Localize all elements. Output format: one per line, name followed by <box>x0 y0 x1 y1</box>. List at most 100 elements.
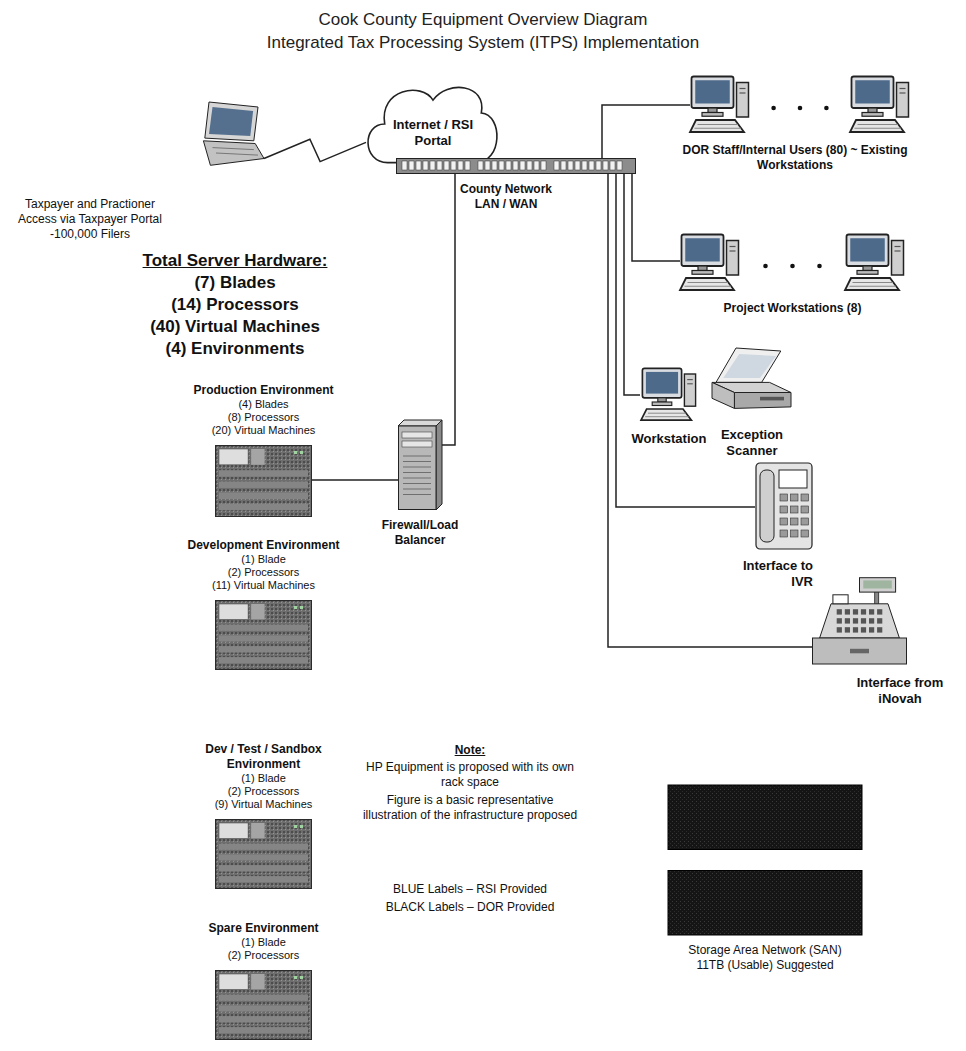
node-label: Internet / RSI Portal <box>390 117 476 149</box>
workstation-group-shape-part <box>727 241 739 276</box>
workstation-group-shape-part <box>740 92 746 93</box>
workstation-group-shape-part <box>730 246 736 247</box>
workstation-icon-shape-part <box>648 413 686 414</box>
ivr-phone-shape-part <box>780 530 788 537</box>
workstation-group-shape-part <box>868 108 877 113</box>
blade-server-shape-part <box>251 974 265 989</box>
workstation-group-shape-part <box>862 113 883 117</box>
workstation-group-shape-part <box>692 77 734 109</box>
blade-server-shape-part <box>216 446 312 517</box>
label-block: Storage Area Network (SAN)11TB (Usable) … <box>648 943 882 973</box>
network-switch-shape-part <box>416 161 421 170</box>
ivr-phone-shape <box>755 462 813 550</box>
blade-server-shape-part <box>251 823 265 838</box>
scanner-icon-shape-part <box>734 393 791 409</box>
cash-register: Interface from iNovah <box>812 575 907 665</box>
blade-server-shape-part <box>219 646 308 652</box>
blade-server-shape-part <box>219 995 308 1001</box>
label-block: Dev / Test / Sandbox Environment(1) Blad… <box>189 742 339 811</box>
blade-server-shape-part <box>219 865 308 871</box>
network-switch-shape-part <box>478 161 483 170</box>
laptop-icon: Taxpayer and Practioner Access via Taxpa… <box>195 100 265 168</box>
workstation-icon-shape <box>640 367 698 423</box>
network-switch-shape-part <box>534 161 539 170</box>
workstation-group-shape-part <box>900 92 906 93</box>
firewall-tower-shape-part <box>398 420 442 426</box>
workstation-icon-shape-part <box>641 368 696 420</box>
workstation-group-shape-part <box>695 128 742 129</box>
note-heading: Note: <box>360 742 580 758</box>
blade-server-shape-part <box>219 493 308 500</box>
workstation-group-shape-part <box>708 108 717 113</box>
node-detail: (2) Processors <box>189 785 339 798</box>
scanner-icon: Exception Scanner <box>712 345 792 417</box>
ivr-phone-shape-part <box>779 470 807 488</box>
workstation-group-shape-part <box>855 80 890 103</box>
blade-server: Production Environment(4) Blades(8) Proc… <box>215 445 312 517</box>
workstation-group-shape-part <box>685 286 732 287</box>
workstation-icon-shape-part <box>658 398 666 402</box>
node-detail: (2) Processors <box>164 949 364 962</box>
label-block: Internet / RSI Portal <box>390 117 476 149</box>
workstation-icon-shape-part <box>642 368 681 397</box>
firewall-tower-shape-part <box>403 461 431 462</box>
text-group: Note:HP Equipment is proposed with its o… <box>360 742 580 823</box>
workstation-icon-shape-part <box>687 379 693 380</box>
cash-register-shape-part <box>861 618 866 623</box>
node-label: Taxpayer and Practioner Access via Taxpa… <box>10 197 170 242</box>
blade-server: Spare Environment(1) Blade(2) Processors <box>215 970 312 1040</box>
network-switch-shape-part <box>437 161 442 170</box>
cash-register-shape-part <box>845 618 850 623</box>
network-switch-shape-part <box>561 161 566 170</box>
legend-note: BLACK Labels – DOR Provided <box>360 898 580 916</box>
firewall-tower-shape <box>398 420 442 510</box>
network-switch-shape-part <box>603 161 608 170</box>
blade-server-shape-part <box>219 604 248 619</box>
cash-register-shape-part <box>863 580 892 588</box>
blade-server: Development Environment(1) Blade(2) Proc… <box>215 600 312 670</box>
network-switch-shape-part <box>444 161 449 170</box>
san-storage: Storage Area Network (SAN)11TB (Usable) … <box>668 785 862 935</box>
ivr-phone: Interface to IVR <box>755 462 813 550</box>
scanner-icon-shape <box>712 345 792 417</box>
workstation-group: Project Workstations (8) <box>680 233 905 293</box>
firewall-tower-shape-part <box>402 432 432 438</box>
internet-cloud: Internet / RSI Portal <box>362 78 504 170</box>
blade-server-shape-part <box>294 825 297 828</box>
cash-register-shape-part <box>820 604 900 638</box>
label-block: DOR Staff/Internal Users (80) ~ Existing… <box>657 143 933 173</box>
workstation-icon-shape-part <box>646 372 678 394</box>
node-label: Project Workstations (8) <box>670 301 915 316</box>
summary-line: (7) Blades <box>130 272 340 294</box>
summary-line: (4) Environments <box>130 338 340 360</box>
ivr-phone-shape-part <box>801 518 809 525</box>
firewall-tower-shape-part <box>403 456 431 457</box>
ivr-phone-shape-part <box>801 530 809 537</box>
label-block: Project Workstations (8) <box>670 301 915 316</box>
blade-server-shape-part <box>216 971 312 1040</box>
network-switch-shape-part <box>397 159 636 174</box>
node-detail: (1) Blade <box>189 772 339 785</box>
workstation-group-shape <box>690 75 910 135</box>
workstation-group-shape-part <box>730 250 736 251</box>
label-block: Development Environment(1) Blade(2) Proc… <box>164 538 364 592</box>
workstation-group-shape-part <box>895 246 901 247</box>
label-block: Exception Scanner <box>712 427 792 459</box>
node-label: Exception Scanner <box>712 427 792 459</box>
label-block: County Network LAN / WAN <box>456 182 556 212</box>
workstation-group-shape-part <box>702 113 723 117</box>
blade-server: Dev / Test / Sandbox Environment(1) Blad… <box>215 819 312 889</box>
note-text: Figure is a basic representative illustr… <box>360 793 580 823</box>
blade-server-shape <box>215 445 312 517</box>
ivr-phone-shape-part <box>780 494 788 501</box>
workstation-group-shape-part <box>690 120 744 132</box>
internet-cloud-shape-part <box>368 87 497 162</box>
blade-server-shape-part <box>219 876 308 882</box>
node-detail: (1) Blade <box>164 553 364 566</box>
blade-server-shape-part <box>219 844 308 850</box>
blade-server-shape <box>215 970 312 1040</box>
blade-server-shape-part <box>219 470 308 477</box>
node-label: Production Environment <box>164 383 364 398</box>
blade-server-shape-part <box>219 823 248 838</box>
workstation-group-shape-part <box>817 264 822 269</box>
